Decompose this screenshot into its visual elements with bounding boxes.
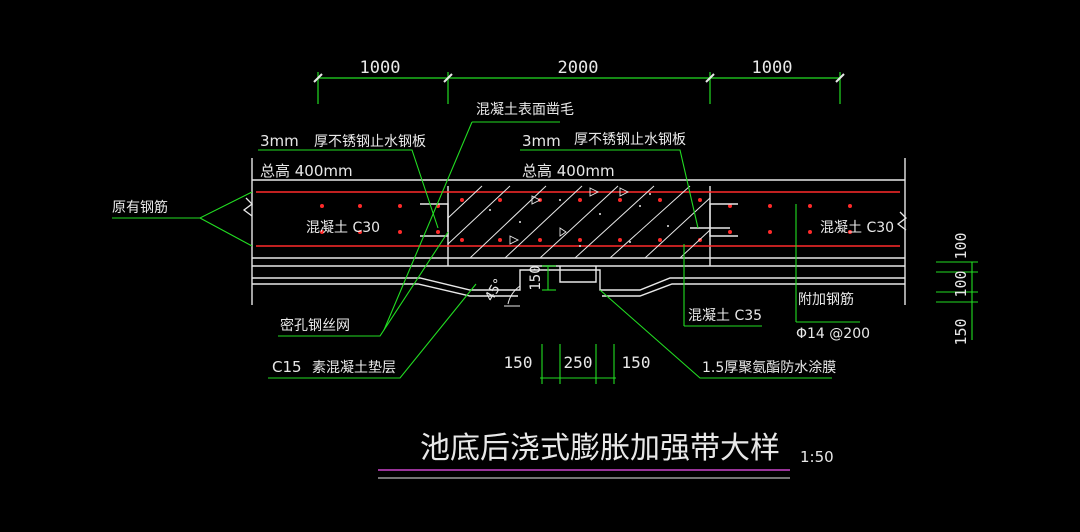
break-marks: [242, 197, 907, 231]
groove-dim: [542, 265, 556, 291]
label-total-height-mid: 总高 400mm: [522, 162, 615, 180]
dim-top-middle: 2000: [558, 58, 599, 78]
label-total-height-left: 总高 400mm: [260, 162, 353, 180]
aggregate-dots: [489, 193, 669, 247]
waterstop-plates: [420, 203, 738, 237]
label-waterproof: 1.5厚聚氨酯防水涂膜: [702, 360, 836, 376]
dim-bottom-left: 150: [504, 353, 533, 372]
label-rebar-spec: Φ14 @200: [796, 326, 870, 342]
label-plate-name-mid: 厚不锈钢止水钢板: [574, 132, 686, 148]
label-mesh: 密孔钢丝网: [280, 317, 350, 334]
dim-top-left: 1000: [360, 58, 401, 78]
rebar-group: [256, 191, 900, 247]
drawing-title: 池底后浇式膨胀加强带大样: [420, 431, 780, 466]
rebar-dots: [320, 198, 852, 242]
drawing-scale: 1:50: [800, 448, 834, 466]
label-angle: 45°: [482, 277, 507, 304]
label-cushion-grade: C15: [272, 358, 302, 376]
band-hatch: [447, 185, 711, 259]
leader-lines: [112, 121, 860, 379]
label-plate-name-left: 厚不锈钢止水钢板: [314, 134, 426, 150]
label-rough-surface: 混凝土表面凿毛: [476, 102, 574, 118]
right-dimension-group: [936, 261, 978, 340]
angle-arc: [504, 285, 521, 307]
label-cushion-name: 素混凝土垫层: [312, 360, 396, 376]
dim-right-middle: 100: [952, 270, 970, 297]
bottom-dimension-group: [540, 344, 616, 384]
dim-right-bottom: 150: [952, 318, 970, 345]
dim-groove: 150: [528, 265, 544, 290]
dim-bottom-right: 150: [622, 353, 651, 372]
dim-right-top: 100: [952, 232, 970, 259]
label-concrete-c35: 混凝土 C35: [688, 308, 762, 324]
label-concrete-left: 混凝土 C30: [306, 220, 380, 236]
label-additional-rebar: 附加钢筋: [798, 291, 854, 308]
dim-bottom-middle: 250: [564, 353, 593, 372]
dim-top-right: 1000: [752, 58, 793, 78]
label-concrete-right: 混凝土 C30: [820, 220, 894, 236]
label-original-rebar: 原有钢筋: [112, 199, 168, 216]
label-plate-thickness-left: 3mm: [260, 132, 299, 150]
aggregate-marks: [509, 187, 630, 245]
slab-section: [251, 158, 906, 305]
label-plate-thickness-mid: 3mm: [522, 132, 561, 150]
